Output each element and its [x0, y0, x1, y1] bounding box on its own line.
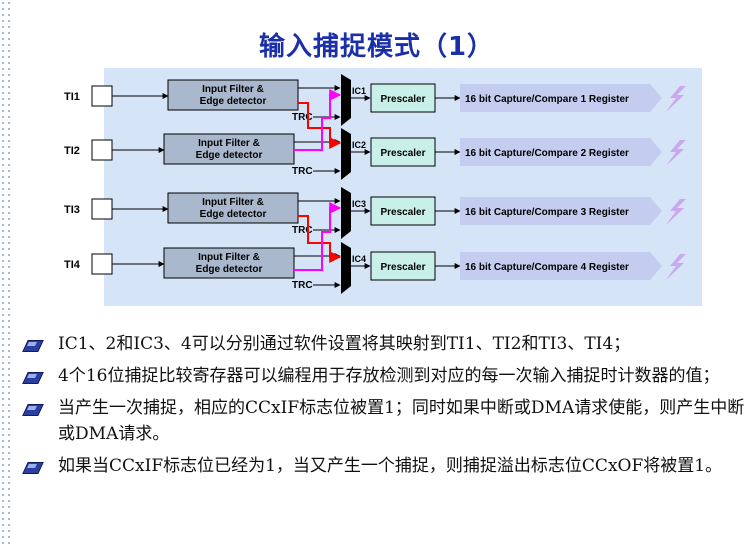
prescaler-label-3: Prescaler — [380, 207, 425, 218]
cross-line-ti2-to-ic1 — [294, 89, 342, 151]
bullet-text: 如果当CCxIF标志位已经为1，当又产生一个捕捉，则捕捉溢出标志位CCxOF将被… — [58, 456, 723, 476]
bullet-icon — [22, 460, 44, 476]
prescaler-label-2: Prescaler — [380, 148, 425, 159]
mux-1 — [341, 74, 351, 126]
trc-label-3: TRC — [292, 225, 313, 236]
ic-label-3: IC3 — [352, 199, 366, 209]
interrupt-lightning-icon — [666, 86, 686, 112]
bullet-icon — [22, 402, 44, 418]
bullet-item: 4个16位捕捉比较寄存器可以编程用于存放检测到对应的每一次输入捕捉时计数器的值； — [22, 363, 747, 389]
prescaler-block-3 — [370, 196, 436, 226]
ic-label-1: IC1 — [352, 86, 366, 96]
filter-label-2: Input Filter & — [198, 138, 260, 149]
bullet-item: IC1、2和IC3、4可以分别通过软件设置将其映射到TI1、TI2和TI3、TI… — [22, 331, 747, 357]
bullet-text: 4个16位捕捉比较寄存器可以编程用于存放检测到对应的每一次输入捕捉时计数器的值； — [58, 366, 720, 386]
prescaler-block-4 — [370, 251, 436, 281]
ic-label-4: IC4 — [352, 254, 366, 264]
mux-2 — [341, 128, 351, 180]
input-box-ti4 — [91, 253, 113, 275]
cross-line-ti3-to-ic4 — [298, 215, 342, 263]
prescaler-block-2 — [370, 137, 436, 167]
bullet-item: 当产生一次捕捉，相应的CCxIF标志位被置1；同时如果中断或DMA请求使能，则产… — [22, 395, 747, 447]
page-title: 输入捕捉模式（1） — [258, 32, 495, 62]
interrupt-lightning-icon — [666, 254, 686, 280]
bullet-item: 如果当CCxIF标志位已经为1，当又产生一个捕捉，则捕捉溢出标志位CCxOF将被… — [22, 453, 747, 479]
mux-3 — [341, 187, 351, 239]
register-block-2 — [460, 138, 662, 166]
input-label-ti4: TI4 — [64, 259, 81, 271]
filter-block-1 — [167, 79, 299, 111]
prescaler-label-1: Prescaler — [380, 94, 425, 105]
prescaler-label-4: Prescaler — [380, 262, 425, 273]
mux-4 — [341, 242, 351, 294]
register-label-2: 16 bit Capture/Compare 2 Register — [465, 148, 629, 159]
cross-line-ti1-to-ic2 — [298, 102, 342, 149]
filter-label-3: Edge detector — [200, 209, 267, 220]
trc-label-1: TRC — [292, 112, 313, 123]
filter-label-2: Edge detector — [196, 150, 263, 161]
register-label-1: 16 bit Capture/Compare 1 Register — [465, 94, 629, 105]
filter-label-1: Input Filter & — [202, 84, 264, 95]
bullet-icon — [22, 338, 44, 354]
filter-label-1: Edge detector — [200, 96, 267, 107]
input-box-ti3 — [91, 198, 113, 220]
register-block-3 — [460, 197, 662, 225]
cross-line-ti4-to-ic3 — [294, 202, 342, 271]
interrupt-lightning-icon — [666, 199, 686, 225]
input-label-ti1: TI1 — [64, 91, 80, 103]
input-box-ti2 — [91, 139, 113, 161]
filter-block-2 — [163, 133, 295, 165]
filter-block-3 — [167, 192, 299, 224]
left-dotted-border — [0, 0, 10, 548]
filter-label-3: Input Filter & — [202, 197, 264, 208]
trc-label-4: TRC — [292, 280, 313, 291]
register-label-3: 16 bit Capture/Compare 3 Register — [465, 207, 629, 218]
filter-label-4: Input Filter & — [198, 252, 260, 263]
bullet-text: 当产生一次捕捉，相应的CCxIF标志位被置1；同时如果中断或DMA请求使能，则产… — [58, 398, 745, 444]
ic-label-2: IC2 — [352, 140, 366, 150]
bullet-list: IC1、2和IC3、4可以分别通过软件设置将其映射到TI1、TI2和TI3、TI… — [22, 331, 747, 485]
filter-label-4: Edge detector — [196, 264, 263, 275]
bullet-text: IC1、2和IC3、4可以分别通过软件设置将其映射到TI1、TI2和TI3、TI… — [58, 334, 631, 354]
register-block-1 — [460, 84, 662, 112]
filter-block-4 — [163, 247, 295, 279]
input-label-ti2: TI2 — [64, 145, 80, 157]
register-label-4: 16 bit Capture/Compare 4 Register — [465, 262, 629, 273]
register-block-4 — [460, 252, 662, 280]
input-label-ti3: TI3 — [64, 204, 80, 216]
bullet-icon — [22, 370, 44, 386]
input-box-ti1 — [91, 85, 113, 107]
trc-label-2: TRC — [292, 166, 313, 177]
interrupt-lightning-icon — [666, 140, 686, 166]
